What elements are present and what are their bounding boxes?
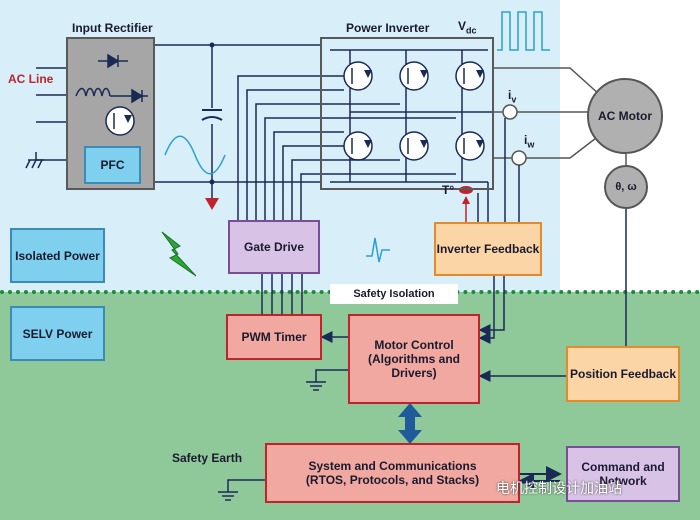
- lightning-icon: [161, 231, 197, 277]
- safety-earth-label: Safety Earth: [172, 451, 243, 465]
- bidirectional-arrow-icon: [398, 403, 422, 444]
- watermark: 电机控制设计加油站: [496, 481, 622, 497]
- ground-icon: [306, 369, 348, 391]
- sine-wave-icon: [164, 135, 226, 175]
- gate-drive-lines: [237, 75, 456, 220]
- selv-power-block: SELV Power: [10, 306, 105, 361]
- heartbeat-icon: [366, 237, 390, 263]
- isolated-power-block: Isolated Power: [10, 228, 105, 283]
- pwm-to-gate-lines: [261, 274, 303, 314]
- inverter-feedback-block: Inverter Feedback: [434, 222, 542, 276]
- rectifier-icons: [75, 53, 148, 136]
- power-inverter-block: [320, 37, 494, 190]
- pwm-timer-block: PWM Timer: [226, 314, 322, 360]
- command-network-block: Command and Network: [566, 446, 680, 502]
- motor-control-block: Motor Control (Algorithms and Drivers): [348, 314, 480, 404]
- vdc-label: Vdc: [458, 19, 477, 36]
- ac-line-wires: [36, 67, 66, 123]
- current-iv-label: iv: [508, 88, 517, 105]
- temperature-label: T°: [442, 183, 455, 197]
- position-feedback-block: Position Feedback: [566, 346, 680, 402]
- inductor-icon: [75, 87, 111, 97]
- current-iw-label: iw: [524, 133, 535, 150]
- capacitor-icon: [201, 109, 223, 121]
- power-inverter-label: Power Inverter: [346, 21, 430, 35]
- igbt-icon: [105, 106, 135, 136]
- ac-line-label: AC Line: [8, 72, 54, 86]
- square-wave-icon: [497, 11, 550, 51]
- ground-icon: [25, 152, 66, 169]
- current-sensor-icon: [502, 104, 527, 166]
- ground-icon: [218, 479, 265, 501]
- system-communications-block: System and Communications (RTOS, Protoco…: [265, 443, 520, 503]
- ground-arrow-icon: [205, 198, 219, 210]
- feedback-lines: [478, 276, 505, 344]
- ac-motor: AC Motor: [587, 78, 663, 154]
- gate-drive-block: Gate Drive: [228, 220, 320, 274]
- position-sensor: θ, ω: [604, 165, 648, 209]
- igbt-icon: [343, 61, 485, 161]
- input-rectifier-label: Input Rectifier: [72, 21, 153, 35]
- system-command-link: [518, 466, 562, 489]
- safety-isolation-label: Safety Isolation: [330, 284, 458, 304]
- pfc-block: PFC: [84, 146, 141, 184]
